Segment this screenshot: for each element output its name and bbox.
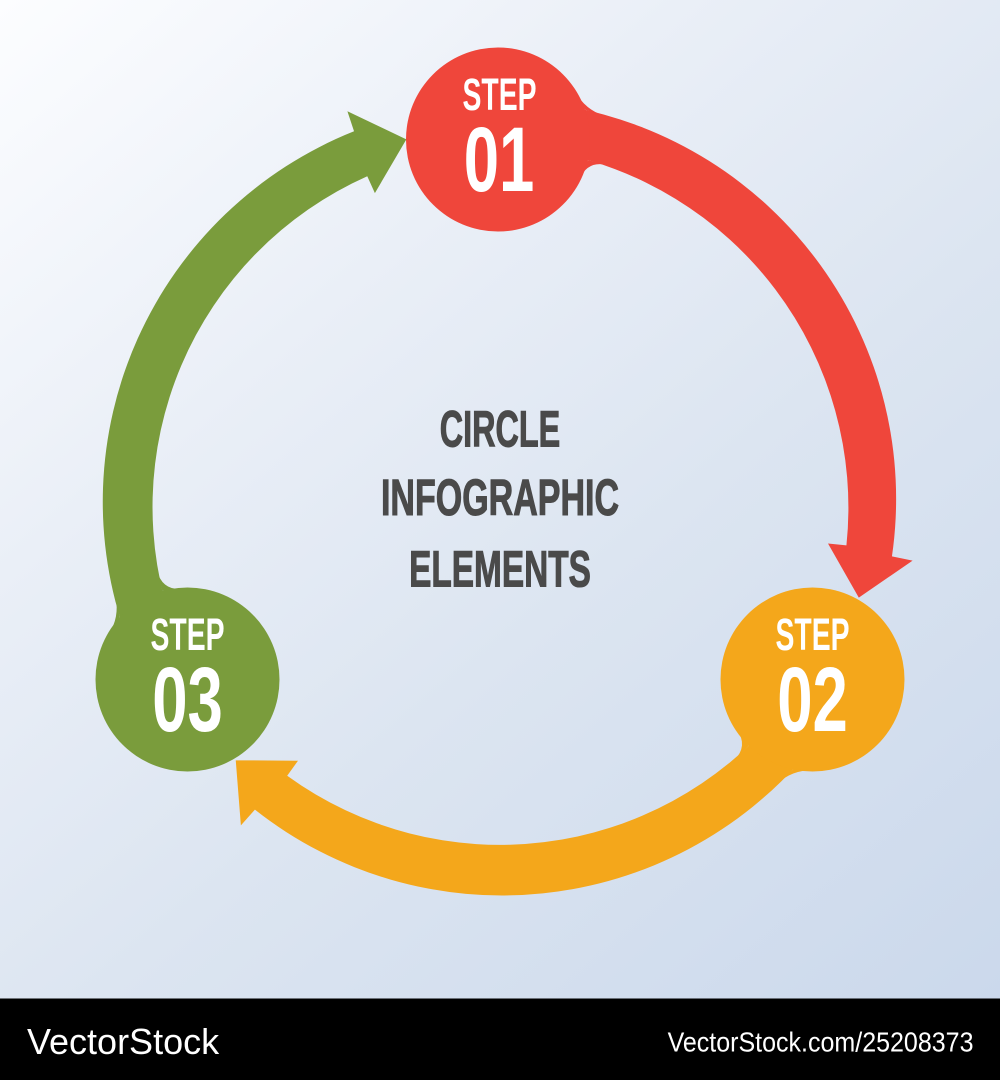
svg-text:ELEMENTS: ELEMENTS bbox=[409, 542, 591, 599]
svg-text:CIRCLE: CIRCLE bbox=[440, 401, 561, 458]
svg-text:INFOGRAPHIC: INFOGRAPHIC bbox=[381, 470, 619, 526]
svg-text:STEP: STEP bbox=[462, 70, 536, 120]
svg-text:02: 02 bbox=[777, 647, 848, 751]
svg-text:STEP: STEP bbox=[775, 610, 849, 660]
svg-text:VectorStock: VectorStock bbox=[27, 1021, 220, 1062]
svg-text:VectorStock.com/25208373: VectorStock.com/25208373 bbox=[668, 1026, 974, 1057]
svg-text:01: 01 bbox=[464, 107, 535, 211]
svg-text:03: 03 bbox=[152, 647, 223, 751]
svg-text:STEP: STEP bbox=[150, 610, 224, 660]
